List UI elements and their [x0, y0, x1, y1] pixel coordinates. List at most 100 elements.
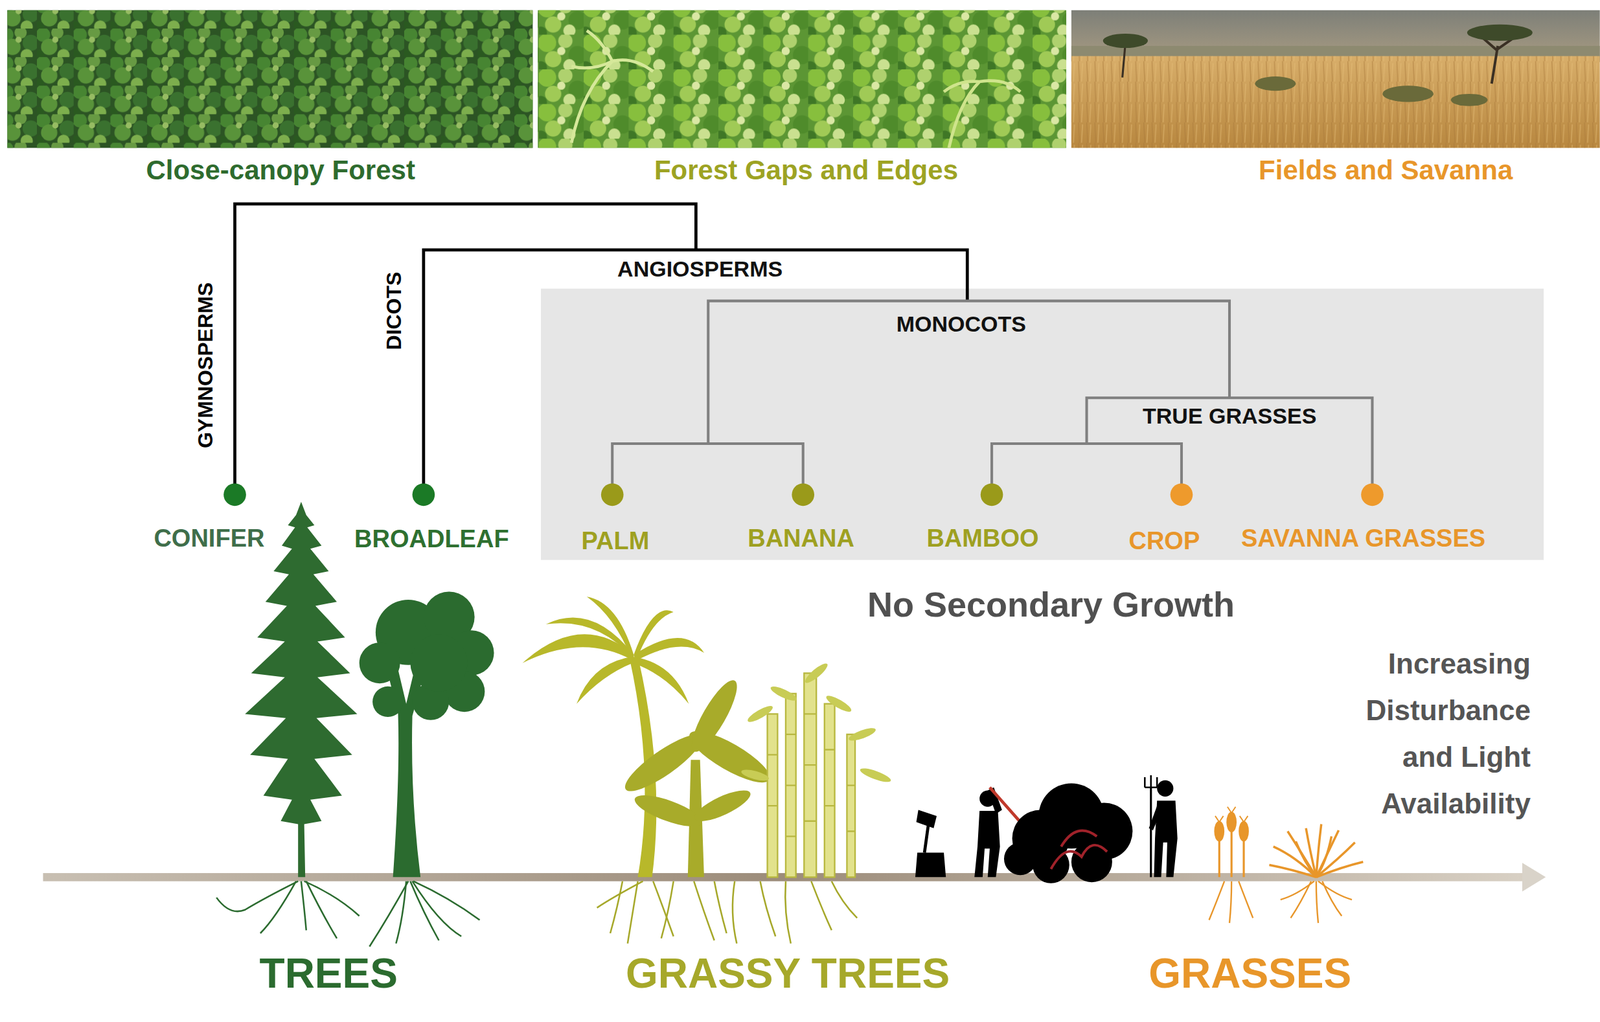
- bamboo-part: [858, 765, 893, 785]
- label-holder: BROADLEAF: [354, 525, 510, 554]
- note-label: No Secondary Growth: [867, 584, 1235, 625]
- grassy-tree-roots-part: [597, 881, 644, 909]
- tree-roots-part: [395, 881, 407, 944]
- tip-dots-part: [1360, 483, 1384, 506]
- banana-plant-part: [691, 784, 755, 828]
- bamboo-part: [824, 693, 854, 715]
- crop-wheat-part: [1215, 822, 1224, 841]
- grassy-tree-roots-part: [760, 881, 777, 937]
- disturbance-figures-part: [1050, 831, 1108, 870]
- savanna-grass-tuft-part: [1295, 841, 1316, 878]
- label-holder: GRASSES: [1148, 950, 1352, 999]
- palm-tree-part: [586, 596, 634, 659]
- tree-roots-part: [412, 881, 462, 937]
- grass-roots-part: [1229, 881, 1232, 924]
- group-label: GRASSES: [1148, 950, 1352, 999]
- bamboo-part: [803, 673, 817, 878]
- grassy-tree-roots-part: [831, 881, 858, 919]
- tree-roots-part: [413, 881, 480, 921]
- monocot-panel: [540, 288, 1544, 561]
- tree-roots-part: [369, 881, 409, 948]
- savanna-photo-part: [1122, 42, 1126, 78]
- disturbance-figures-part: [1071, 841, 1113, 883]
- grassy-tree-roots-part: [627, 881, 639, 944]
- label-holder: MONOCOTS: [896, 311, 1027, 337]
- savanna-photo-part: [1451, 93, 1488, 107]
- taxon-label: BROADLEAF: [354, 525, 510, 554]
- axis-label: Increasing Disturbance and Light Availab…: [1342, 640, 1531, 828]
- savanna-photo-part: [1382, 85, 1434, 102]
- disturbance-figures-part: [1156, 780, 1174, 797]
- forest-gap-photo-part: [571, 30, 653, 143]
- tip-dots: [223, 483, 1384, 506]
- label-holder: Fields and Savanna: [1258, 154, 1513, 186]
- label-holder: GRASSY TREES: [625, 950, 950, 999]
- tree-roots-part: [410, 881, 439, 941]
- savanna-grass-tuft: [1268, 823, 1363, 878]
- monocot-branches: [612, 301, 1372, 495]
- group-label: TREES: [259, 950, 398, 999]
- taxon-label: CROP: [1128, 527, 1200, 557]
- grass-roots-part: [1280, 881, 1315, 900]
- savanna-photo: [1071, 10, 1600, 149]
- label-holder: DICOTS: [382, 272, 407, 351]
- bamboo-part: [745, 703, 775, 725]
- tip-dots-part: [223, 483, 247, 506]
- grass-roots-part: [1316, 881, 1319, 924]
- savanna-grass-tuft-part: [1316, 836, 1332, 878]
- ground-arrow-part: [1522, 862, 1546, 892]
- label-holder: GYMNOSPERMS: [193, 282, 218, 449]
- disturbance-figures-part: [1004, 842, 1037, 876]
- clade-label: GYMNOSPERMS: [193, 282, 218, 449]
- crop-wheat-part: [1215, 807, 1248, 823]
- forest-photo-part: [7, 10, 533, 149]
- grassy-tree-roots-part: [785, 881, 791, 944]
- disturbance-figures: [915, 775, 1178, 884]
- tip-dots-part: [791, 483, 815, 506]
- label-holder: BANANA: [747, 524, 855, 554]
- bamboo-part: [846, 734, 856, 878]
- bamboo-part: [767, 713, 778, 878]
- grassy-tree-roots: [597, 881, 858, 944]
- crop-wheat-part: [1239, 822, 1249, 841]
- crop-wheat-part: [1227, 812, 1236, 832]
- forest-photo: [7, 10, 533, 149]
- forest-gap-photo-part: [943, 80, 1021, 149]
- label-holder: CROP: [1128, 527, 1200, 557]
- tree-roots-part: [304, 881, 360, 917]
- savanna-photo-part: [1254, 76, 1296, 91]
- banana-plant-part: [631, 788, 706, 833]
- grass-roots-part: [1291, 881, 1312, 919]
- taxon-label: CONIFER: [153, 524, 265, 554]
- photo-caption: Close-canopy Forest: [145, 154, 415, 186]
- taxon-label: PALM: [581, 527, 650, 557]
- tree-roots-part: [216, 881, 298, 912]
- label-holder: No Secondary Growth: [867, 584, 1235, 625]
- forest-photo-part: [7, 10, 533, 149]
- savanna-grass-tuft-part: [1316, 842, 1356, 878]
- disturbance-figures-part: [1144, 775, 1157, 788]
- tip-dots-part: [601, 483, 624, 506]
- grassy-tree-roots-part: [732, 881, 737, 944]
- broadleaf-tree-part: [359, 642, 401, 684]
- disturbance-figures-part: [974, 811, 1000, 878]
- forest-gap-photo-part: [537, 10, 1067, 149]
- grass-roots-part: [1318, 881, 1352, 900]
- bamboo-part: [740, 767, 771, 784]
- monocot-branches-part: [612, 443, 803, 495]
- label-holder: TREES: [259, 950, 398, 999]
- taxon-label: SAVANNA GRASSES: [1241, 524, 1486, 554]
- bamboo-part: [768, 684, 799, 704]
- tree-branches: [235, 204, 968, 495]
- photo-caption: Fields and Savanna: [1258, 154, 1513, 186]
- label-holder: BAMBOO: [926, 524, 1039, 554]
- tree-roots-part: [306, 881, 337, 939]
- grass-roots-part: [1238, 881, 1253, 919]
- monocot-branches-part: [991, 443, 1182, 495]
- label-holder: CONIFER: [153, 524, 265, 554]
- tip-dots-part: [412, 483, 436, 506]
- photo-caption: Forest Gaps and Edges: [654, 154, 959, 186]
- tree-roots-part: [260, 881, 297, 934]
- ground-arrow-part: [42, 873, 1525, 882]
